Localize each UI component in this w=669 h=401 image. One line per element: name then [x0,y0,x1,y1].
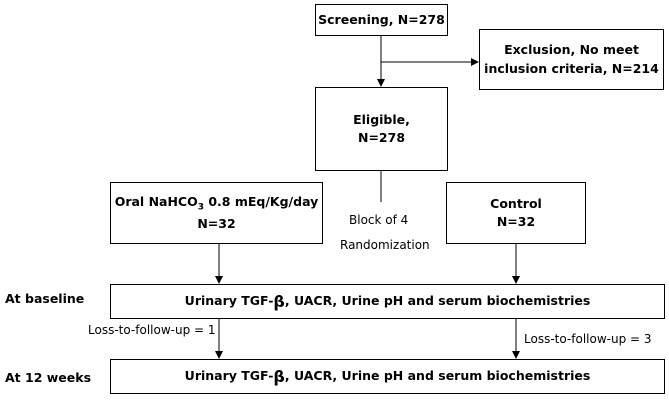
exclusion-box: Exclusion, No meet inclusion criteria, N… [479,29,664,90]
oral-treatment-text: Oral NaHCO3 0.8 mEq/Kg/day [115,193,319,215]
eligible-box: Eligible, N=278 [315,87,448,171]
oral-n-text: N=32 [197,215,236,231]
week12-pre: Urinary TGF- [184,368,274,384]
randomization-label: Randomization [340,238,430,252]
oral-nahco3-box: Oral NaHCO3 0.8 mEq/Kg/day N=32 [110,182,323,244]
loss-left-label: Loss-to-follow-up = 1 [88,323,216,337]
loss-right-label: Loss-to-follow-up = 3 [524,332,652,346]
baseline-post: , UACR, Urine pH and serum biochemistrie… [284,293,591,309]
week12-beta: β [273,366,285,386]
baseline-pre: Urinary TGF- [184,293,274,309]
at-12-weeks-label: At 12 weeks [5,370,92,385]
baseline-box: Urinary TGF-β, UACR, Urine pH and serum … [110,284,665,319]
control-box: Control N=32 [446,182,586,244]
oral-subscript: 3 [197,202,204,213]
week12-box: Urinary TGF-β, UACR, Urine pH and serum … [110,359,665,394]
screening-box: Screening, N=278 [315,4,448,36]
control-n-text: N=32 [496,214,536,229]
baseline-beta: β [273,291,285,311]
eligible-text-line2: N=278 [357,130,406,145]
screening-text: Screening, N=278 [318,11,445,27]
week12-post: , UACR, Urine pH and serum biochemistrie… [284,368,591,384]
exclusion-text-line1: Exclusion, No meet [504,42,639,58]
exclusion-text-line2: inclusion criteria, N=214 [484,60,659,76]
eligible-text-line1: Eligible, [353,111,410,127]
control-title: Control [490,195,542,211]
oral-suffix: 0.8 mEq/Kg/day [204,194,319,210]
at-baseline-label: At baseline [5,291,85,306]
oral-prefix: Oral NaHCO [114,194,198,210]
block-label: Block of 4 [349,213,409,227]
